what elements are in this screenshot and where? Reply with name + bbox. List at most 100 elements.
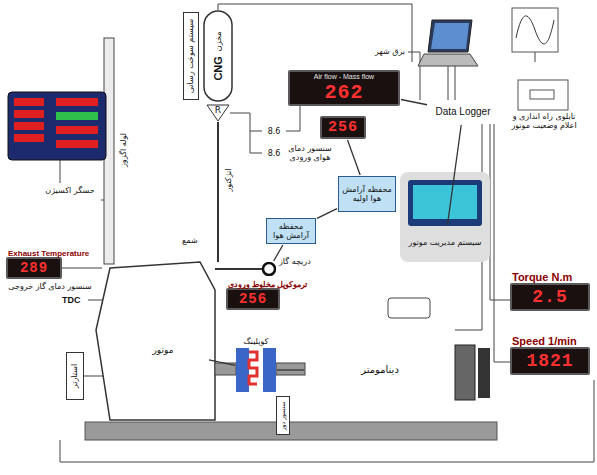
starter-box-text: استارتر (70, 364, 79, 388)
control-panel: تابلوی راه اندازی و اعلام وضعیت موتور (500, 62, 588, 212)
coupling-parts (236, 348, 249, 392)
tank-shape (203, 10, 233, 102)
signal-wires (218, 4, 412, 62)
ecu-text: سیستم مدیریت موتور (409, 238, 482, 247)
dynamometer-text: دینامومتر (361, 364, 399, 376)
power-box: برق شهر (372, 44, 408, 60)
starter-box: استارتر (66, 352, 84, 400)
sensor-box-label: سنسور دور (280, 401, 287, 430)
gauge-box: 8.6 (262, 146, 286, 161)
oscilloscope (516, 16, 554, 44)
oscilloscope (512, 8, 558, 52)
signal-wires (535, 52, 536, 62)
air-chamber: محفظه آرامش هوا اولیه (338, 176, 396, 212)
dyno-flange (478, 348, 490, 398)
fuel-and-intake-lines (215, 122, 262, 269)
airflow-display-text: Air flow - Mass flow (314, 73, 374, 81)
shafts (276, 363, 305, 375)
signal-wires (286, 106, 300, 131)
panel-screen (518, 80, 568, 110)
speed-display-text: Speed 1/min (512, 335, 577, 348)
cng-tank: CNG مخزن (203, 10, 233, 102)
tdc-label: TDC (62, 295, 81, 305)
signal-wires (84, 376, 104, 377)
mixture-display-text: 256 (239, 292, 267, 306)
throttle: دریچه گاز (262, 262, 276, 276)
laptop (418, 54, 478, 66)
gas-analyzer (56, 98, 98, 106)
gas-analyzer (14, 122, 44, 130)
torque-display-text: Torque N.m (512, 271, 572, 284)
dyno-flange (455, 345, 475, 400)
signal-wires (494, 124, 510, 362)
regulator-text: R (215, 105, 221, 115)
panel-screen (530, 90, 554, 99)
gas-analyzer (56, 126, 98, 134)
air-chamber: محفظه آرامش هوا (266, 218, 316, 244)
ecu-device (413, 185, 477, 219)
mixture-display: ترموکوپل مخلوط ورودی256 (226, 288, 280, 310)
signal-wires (60, 4, 594, 462)
air-chamber-text: محفظه آرامش هوا (267, 222, 315, 240)
ecu-device (408, 180, 482, 226)
sensor-label: حسگر اکسیژن (40, 186, 100, 195)
base-rail (85, 422, 497, 440)
sensor-box-text: سنسور دور (280, 401, 287, 430)
throttle-text: دریچه گاز (279, 257, 311, 266)
sensor-label: سنسور دمای گاز خروجی (4, 282, 96, 291)
base-rail (85, 422, 497, 440)
speed-display: Speed 1/min1821 (510, 347, 590, 375)
fuel-system-box-label: سیستم سوخت رسانی (186, 19, 195, 94)
connector (209, 360, 235, 366)
oscilloscope (512, 8, 558, 52)
pipe-label: لوله اگزوز (119, 133, 128, 167)
gauge-box-text: 8.6 (268, 127, 281, 136)
sensor-box: سنسور دور (276, 396, 290, 435)
part-label: انژکتور (224, 168, 233, 191)
gauge-box: 8.6 (262, 124, 286, 139)
laptop (448, 66, 449, 100)
panel-screen (518, 80, 568, 110)
laptop (428, 20, 472, 52)
signal-wires (62, 268, 102, 269)
air-chamber-text: محفظه آرامش هوا اولیه (339, 185, 395, 203)
torque-display-text: 2.5 (532, 288, 567, 306)
engine-text: موتور (153, 345, 174, 355)
gas-analyzer (14, 134, 44, 142)
engine-block (96, 262, 215, 420)
ecu: سیستم مدیریت موتور (404, 226, 486, 260)
gas-analyzer (14, 110, 44, 118)
exhaust-display-text: 289 (20, 261, 48, 275)
cng-tank-text: مخزن (213, 31, 222, 51)
regulator: R (206, 104, 230, 122)
dynamometer: دینامومتر (305, 320, 455, 420)
cng-tank-text: CNG (212, 56, 225, 80)
shafts (215, 363, 305, 375)
gauge-box-text: 8.6 (268, 149, 281, 158)
connector (447, 125, 461, 225)
starter-box-label: استارتر (70, 364, 79, 388)
power-box-text: برق شهر (375, 47, 405, 56)
coupling-text: کوپلینگ (244, 337, 269, 346)
coupling: کوپلینگ (236, 348, 276, 392)
coupling-parts (263, 348, 276, 392)
fuel-and-intake-lines (217, 122, 219, 262)
coupling-parts (249, 352, 257, 384)
laptop (455, 66, 456, 100)
ecu-device (400, 172, 490, 262)
fuel-and-intake-lines (215, 268, 262, 270)
signal-wires (490, 124, 510, 300)
gas-analyzer (8, 92, 106, 160)
data-logger-text: Data Logger (435, 106, 490, 118)
dyno-flange (388, 298, 490, 400)
speed-display-text: 1821 (526, 352, 573, 370)
torque-display: Torque N.m2.5 (510, 283, 590, 311)
fuel-system-box: سیستم سوخت رسانی (183, 12, 199, 100)
connector (401, 100, 427, 105)
airflow-display-text: 262 (324, 83, 363, 103)
airflow-display: Air flow - Mass flow 262 (288, 70, 400, 106)
gas-analyzer (8, 92, 106, 160)
part-label: شمع (182, 236, 198, 245)
coupling-parts (236, 348, 276, 392)
control-panel-text: تابلوی راه اندازی و اعلام وضعیت موتور (504, 112, 584, 130)
